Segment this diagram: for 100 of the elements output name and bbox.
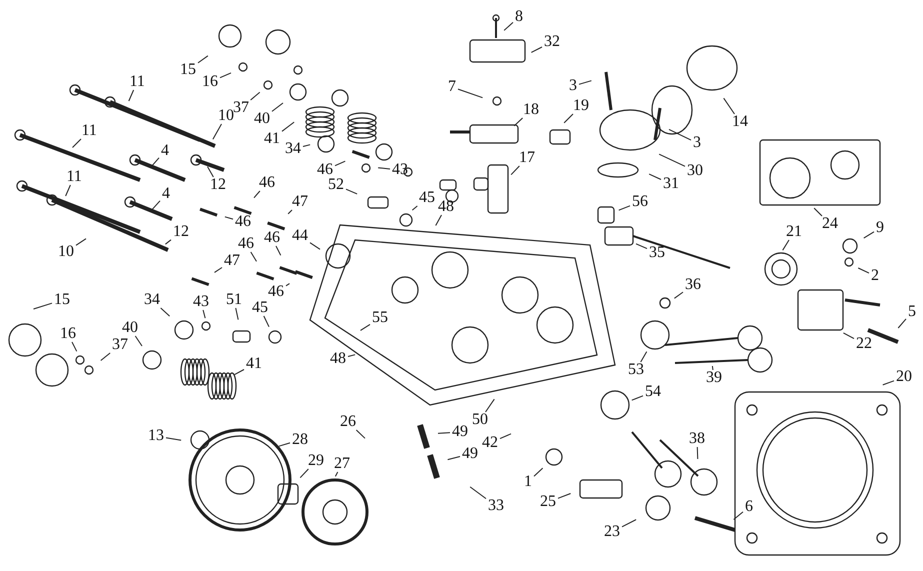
leader-line xyxy=(152,200,160,210)
callout-number: 25 xyxy=(540,494,556,510)
leader-line xyxy=(278,442,290,447)
callout-number: 46 xyxy=(259,175,275,191)
leader-line xyxy=(164,239,172,245)
callout-number: 45 xyxy=(419,190,435,206)
callout-number: 33 xyxy=(488,498,504,514)
leader-line xyxy=(438,432,450,434)
leader-line xyxy=(458,88,484,98)
callout-number: 20 xyxy=(896,369,912,385)
callout-number: 16 xyxy=(202,74,218,90)
leader-line xyxy=(302,144,311,147)
leader-line xyxy=(134,336,142,346)
leader-line xyxy=(128,90,134,102)
leader-line xyxy=(152,157,160,166)
leader-line xyxy=(640,351,648,362)
leader-line xyxy=(674,292,684,299)
leader-line xyxy=(250,252,257,262)
leader-line xyxy=(668,128,692,141)
leader-line xyxy=(234,369,244,376)
callout-number: 43 xyxy=(193,294,209,310)
leader-line xyxy=(858,268,870,274)
leader-line xyxy=(510,166,520,176)
callout-number: 43 xyxy=(392,162,408,178)
callout-number: 45 xyxy=(252,300,268,316)
callout-number: 55 xyxy=(372,310,388,326)
leader-line xyxy=(282,122,295,132)
leader-line xyxy=(814,208,822,216)
leader-line xyxy=(618,205,630,211)
leader-line xyxy=(733,511,744,520)
callout-number: 41 xyxy=(264,131,280,147)
callout-number: 3 xyxy=(569,78,577,94)
callout-number: 28 xyxy=(292,432,308,448)
callout-number: 49 xyxy=(452,424,468,440)
leader-line xyxy=(696,446,698,460)
leader-line xyxy=(882,380,894,386)
leader-line xyxy=(564,114,574,124)
callout-number: 12 xyxy=(210,177,226,193)
callout-number: 5 xyxy=(908,304,916,320)
callout-number: 10 xyxy=(218,108,234,124)
leader-line xyxy=(723,98,735,114)
callout-number: 27 xyxy=(334,456,350,472)
callout-number: 38 xyxy=(689,431,705,447)
leader-line xyxy=(447,456,460,460)
callout-number: 26 xyxy=(340,414,356,430)
callout-number: 46 xyxy=(264,230,280,246)
leader-line xyxy=(842,332,854,340)
callout-number: 34 xyxy=(285,141,301,157)
leader-line xyxy=(33,302,52,310)
leader-line xyxy=(514,118,524,126)
callout-number: 35 xyxy=(649,245,665,261)
leader-line xyxy=(263,316,270,328)
leader-line xyxy=(254,190,260,198)
callout-number: 56 xyxy=(632,194,648,210)
leader-line xyxy=(272,102,284,112)
callout-number: 3 xyxy=(693,135,701,151)
callout-number: 12 xyxy=(173,224,189,240)
callout-number: 4 xyxy=(161,143,169,159)
callout-number: 44 xyxy=(292,228,308,244)
leader-line xyxy=(288,210,292,214)
callout-number: 48 xyxy=(330,351,346,367)
leader-line xyxy=(202,310,206,319)
callout-number: 32 xyxy=(544,34,560,50)
callout-number: 31 xyxy=(663,176,679,192)
callout-number: 11 xyxy=(82,123,97,139)
callout-number: 41 xyxy=(246,356,262,372)
leader-line xyxy=(485,398,495,412)
leader-line xyxy=(160,308,170,317)
callout-number: 29 xyxy=(308,453,324,469)
callout-number: 11 xyxy=(66,169,82,185)
leader-line xyxy=(346,188,358,194)
callout-number: 53 xyxy=(628,362,644,378)
leader-line xyxy=(250,92,260,100)
leader-line xyxy=(530,46,542,53)
leader-line xyxy=(863,231,874,239)
callout-number: 47 xyxy=(292,194,308,210)
callout-number: 50 xyxy=(472,412,488,428)
callout-number: 34 xyxy=(144,292,160,308)
callout-number: 17 xyxy=(519,150,535,166)
leader-line xyxy=(310,242,320,250)
leader-line xyxy=(500,433,512,440)
leader-line xyxy=(76,238,86,246)
leader-line xyxy=(300,468,309,478)
leader-line xyxy=(334,472,338,477)
callout-number: 9 xyxy=(876,220,884,236)
callout-number: 16 xyxy=(60,326,76,342)
callout-number: 24 xyxy=(822,216,838,232)
callout-number: 39 xyxy=(706,370,722,386)
callout-number: 40 xyxy=(122,320,138,336)
leader-line xyxy=(214,267,222,273)
leader-line xyxy=(898,318,906,328)
leader-line xyxy=(72,138,82,148)
leader-line xyxy=(782,240,790,251)
leader-line xyxy=(72,342,78,352)
callout-number: 40 xyxy=(254,111,270,127)
callout-number: 48 xyxy=(438,199,454,215)
leader-line xyxy=(334,160,346,166)
callout-number: 18 xyxy=(523,102,539,118)
leader-line xyxy=(636,243,648,250)
callout-number: 8 xyxy=(515,9,523,25)
